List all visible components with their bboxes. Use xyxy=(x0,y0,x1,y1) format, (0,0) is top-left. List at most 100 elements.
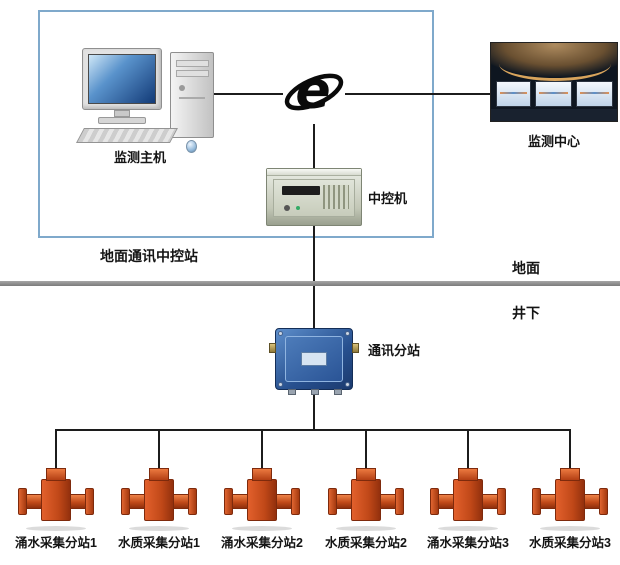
bolt-icon xyxy=(345,382,350,387)
monitor-center-label: 监测中心 xyxy=(527,134,580,149)
sensor-body xyxy=(351,479,381,521)
bus-drop-1 xyxy=(55,429,57,470)
drive-bay xyxy=(176,70,209,77)
surface-label: 地面 xyxy=(512,260,540,276)
collector-device-5 xyxy=(430,468,506,531)
flange xyxy=(430,488,439,515)
device-label-6: 水质采集分站3 xyxy=(529,536,611,550)
name-plate xyxy=(301,352,327,366)
collector-device-2 xyxy=(121,468,197,531)
cable-gland xyxy=(288,389,296,395)
link-control-to-substation xyxy=(313,226,315,328)
ground-station-label: 地面通讯中控站 xyxy=(100,248,198,264)
mouse xyxy=(186,140,197,153)
cable-gland xyxy=(334,389,342,395)
side-terminal xyxy=(269,343,276,353)
device-label-5: 涌水采集分站3 xyxy=(427,536,509,550)
terminal-head xyxy=(458,468,478,481)
sensor-body xyxy=(247,479,277,521)
sensor-body xyxy=(41,479,71,521)
collector-device-3 xyxy=(224,468,300,531)
device-shadow xyxy=(232,526,292,531)
flange xyxy=(18,488,27,515)
vent-grille xyxy=(323,185,349,209)
keyboard xyxy=(76,128,178,143)
bus-drop-5 xyxy=(467,429,469,470)
device-shadow xyxy=(336,526,396,531)
monitor-host-computer xyxy=(70,40,220,153)
ground-station-frame xyxy=(38,10,434,238)
drive-slot xyxy=(282,186,320,195)
device-label-4: 水质采集分站2 xyxy=(325,536,407,550)
flange xyxy=(291,488,300,515)
bus-drop-2 xyxy=(158,429,160,470)
side-terminal xyxy=(352,343,359,353)
device-label-2: 水质采集分站1 xyxy=(118,536,200,550)
bus-drop-3 xyxy=(261,429,263,470)
substation-front-panel xyxy=(285,336,343,382)
rack-top-face xyxy=(267,169,361,176)
link-network-to-control xyxy=(313,124,315,168)
monitor-host-label: 监测主机 xyxy=(113,150,166,165)
collector-device-1 xyxy=(18,468,94,531)
wall-screen xyxy=(535,81,572,107)
terminal-head xyxy=(252,468,272,481)
computer-tower xyxy=(170,52,214,138)
power-button-icon xyxy=(179,85,185,91)
collector-device-6 xyxy=(532,468,608,531)
flange xyxy=(121,488,130,515)
terminal-head xyxy=(149,468,169,481)
field-bus-line xyxy=(56,429,570,431)
status-led xyxy=(296,206,300,210)
sensor-body xyxy=(555,479,585,521)
flange xyxy=(395,488,404,515)
bus-drop-6 xyxy=(569,429,571,470)
terminal-head xyxy=(356,468,376,481)
rack-front-panel xyxy=(273,179,355,217)
comm-substation-label: 通讯分站 xyxy=(368,343,421,358)
link-host-to-network xyxy=(206,93,283,95)
monitor-base xyxy=(98,117,146,124)
surface-underground-divider xyxy=(0,281,620,286)
computer-screen xyxy=(88,54,156,104)
flange xyxy=(85,488,94,515)
flange xyxy=(224,488,233,515)
flange xyxy=(188,488,197,515)
device-label-3: 涌水采集分站2 xyxy=(221,536,303,550)
drive-bay xyxy=(176,60,209,67)
flange xyxy=(599,488,608,515)
flange xyxy=(328,488,337,515)
device-shadow xyxy=(438,526,498,531)
terminal-head xyxy=(46,468,66,481)
tower-slot xyxy=(179,97,205,99)
flange xyxy=(497,488,506,515)
monitor-center-photo xyxy=(490,42,618,122)
device-shadow xyxy=(26,526,86,531)
bolt-icon xyxy=(278,331,283,336)
wall-screen xyxy=(496,81,531,107)
sensor-body xyxy=(453,479,483,521)
comm-substation-box xyxy=(269,328,359,395)
link-substation-to-bus xyxy=(313,390,315,431)
internet-e-icon: e xyxy=(283,60,345,126)
control-machine xyxy=(266,168,362,226)
sensor-body xyxy=(144,479,174,521)
power-button-icon xyxy=(284,205,290,211)
bolt-icon xyxy=(345,331,350,336)
device-shadow xyxy=(129,526,189,531)
device-label-1: 涌水采集分站1 xyxy=(15,536,97,550)
control-machine-label: 中控机 xyxy=(368,191,408,206)
monitor-stand xyxy=(114,110,130,117)
flange xyxy=(532,488,541,515)
terminal-head xyxy=(560,468,580,481)
underground-label: 井下 xyxy=(512,305,540,321)
computer-monitor xyxy=(82,48,162,110)
svg-text:e: e xyxy=(295,61,330,121)
ceiling-arc xyxy=(499,47,611,81)
cable-gland xyxy=(311,389,319,395)
bolt-icon xyxy=(278,382,283,387)
console-desk xyxy=(491,109,617,121)
link-network-to-center xyxy=(345,93,490,95)
bus-drop-4 xyxy=(365,429,367,470)
